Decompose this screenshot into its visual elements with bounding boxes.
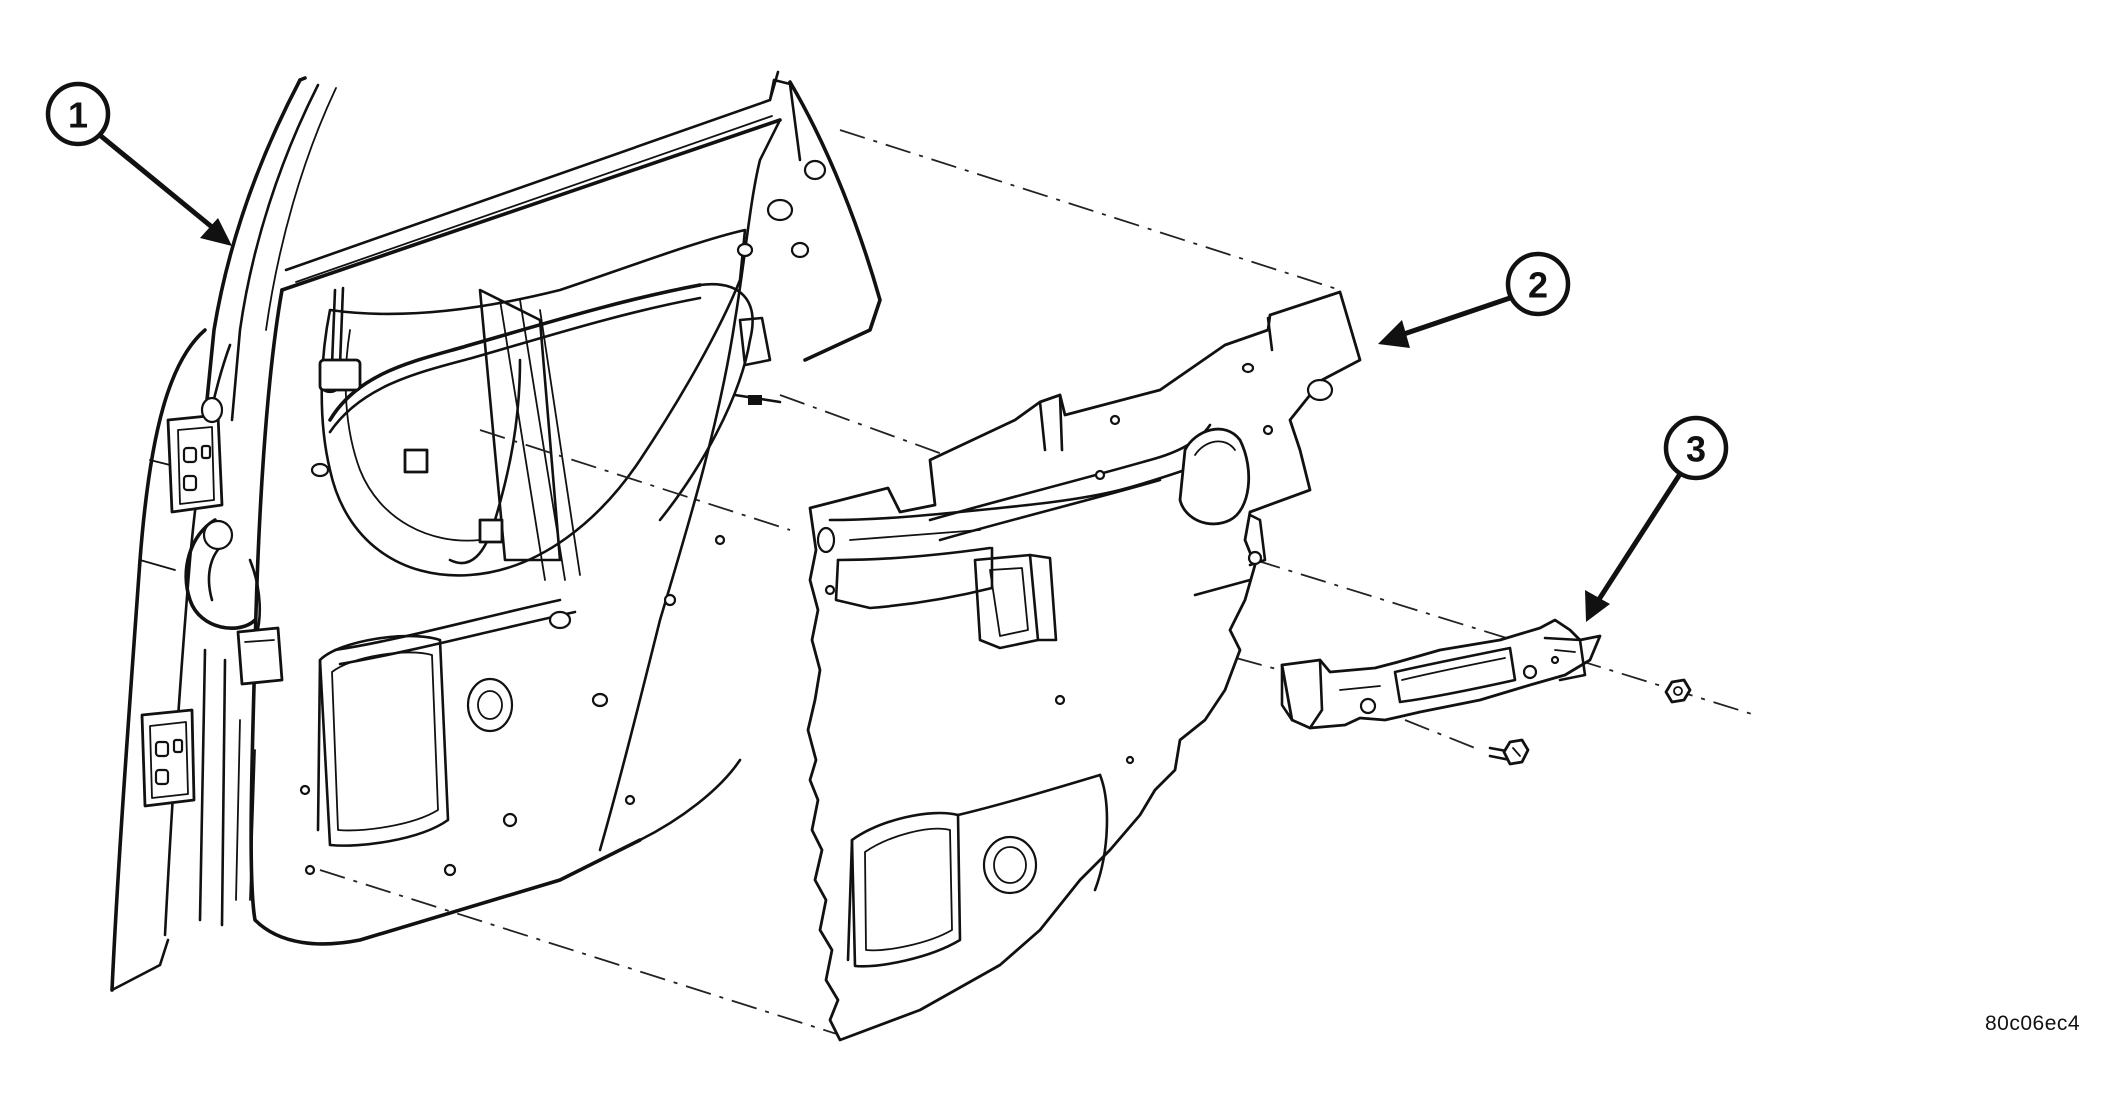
door-inner-panel (110, 70, 882, 992)
upper-hinge (166, 413, 224, 514)
figure-id-label: 80c06ec4 (1985, 1012, 2081, 1035)
door-pull-bracket (1280, 618, 1602, 730)
callout-3: 3 (1585, 415, 1729, 622)
callout-2-number: 2 (1528, 265, 1548, 306)
callout-1-number: 1 (68, 95, 88, 136)
bracket-nut (1664, 678, 1692, 704)
callout-1: 1 (45, 81, 232, 246)
callout-2: 2 (1378, 251, 1571, 348)
watershield (806, 290, 1362, 1042)
door-wiring-connector (184, 518, 284, 686)
lower-hinge (140, 708, 196, 808)
callout-3-number: 3 (1686, 429, 1706, 470)
bracket-screw (1488, 738, 1530, 766)
